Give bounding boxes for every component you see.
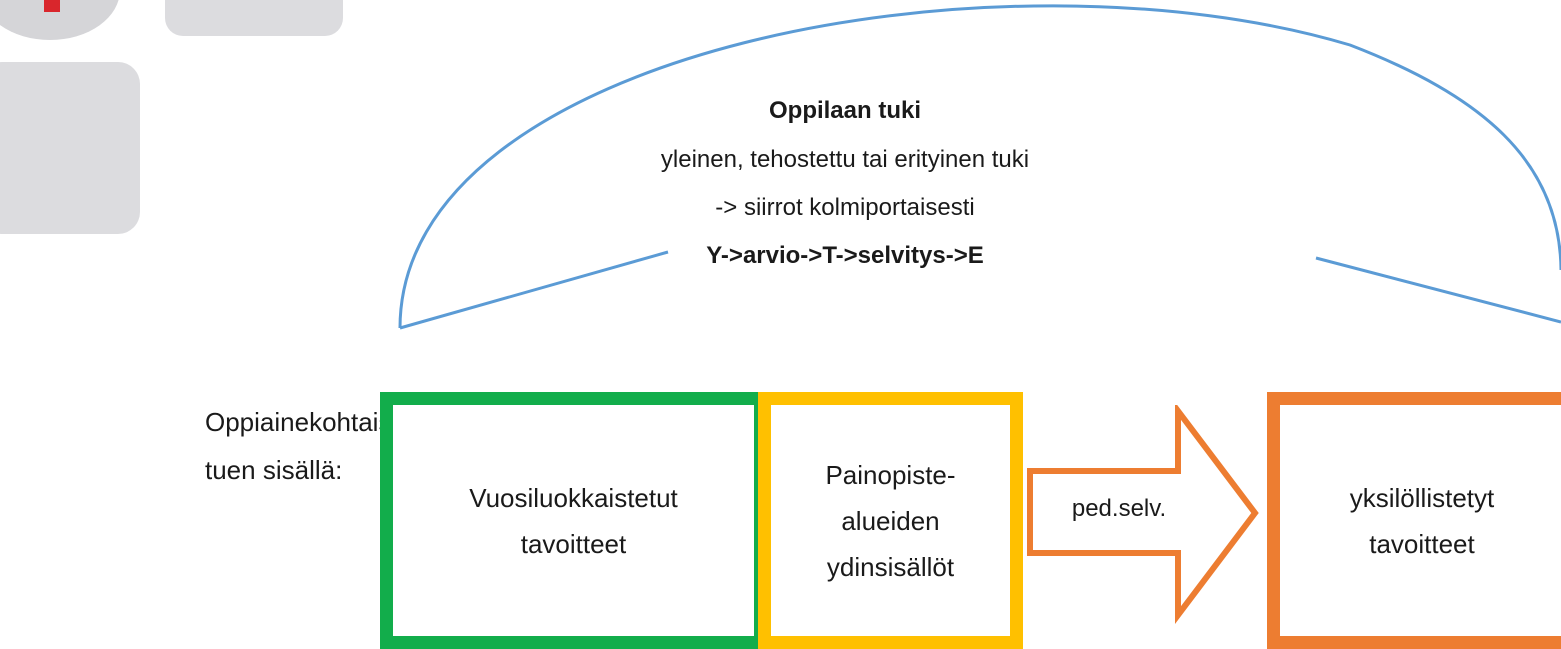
red-cross-icon	[27, 0, 77, 15]
core-content-line2: alueiden	[841, 505, 940, 536]
support-levels-text: yleinen, tehostettu tai erityinen tuki	[660, 146, 1030, 173]
individual-goals-box: yksilöllistetyt tavoitteet	[1267, 392, 1561, 649]
individual-goals-line1: yksilöllistetyt	[1349, 482, 1495, 513]
app-icon-tile	[0, 62, 140, 234]
arrow-right-icon	[1027, 405, 1259, 624]
subject-label-line2: tuen sisällä:	[205, 455, 343, 485]
support-transfer-text: -> siirrot kolmiportaisesti	[715, 194, 975, 221]
grade-goals-box: Vuosiluokkaistetut tavoitteet	[380, 392, 767, 649]
arc-tail-left	[399, 250, 669, 330]
app-icon-tile-top	[165, 0, 343, 36]
grade-goals-line1: Vuosiluokkaistetut	[469, 482, 678, 513]
individual-goals-line2: tavoitteet	[1369, 528, 1475, 559]
core-content-box: Painopiste- alueiden ydinsisällöt	[758, 392, 1023, 649]
arrow-label: ped.selv.	[1071, 495, 1167, 522]
grade-goals-line2: tavoitteet	[520, 528, 627, 559]
core-content-line1: Painopiste-	[825, 459, 956, 490]
core-content-line3: ydinsisällöt	[826, 551, 955, 582]
arc-tail-right	[1315, 256, 1561, 324]
support-title: Oppilaan tuki	[768, 97, 921, 124]
arc-curve	[398, 4, 1561, 329]
support-sequence-text: Y->arvio->T->selvitys->E	[706, 242, 984, 269]
